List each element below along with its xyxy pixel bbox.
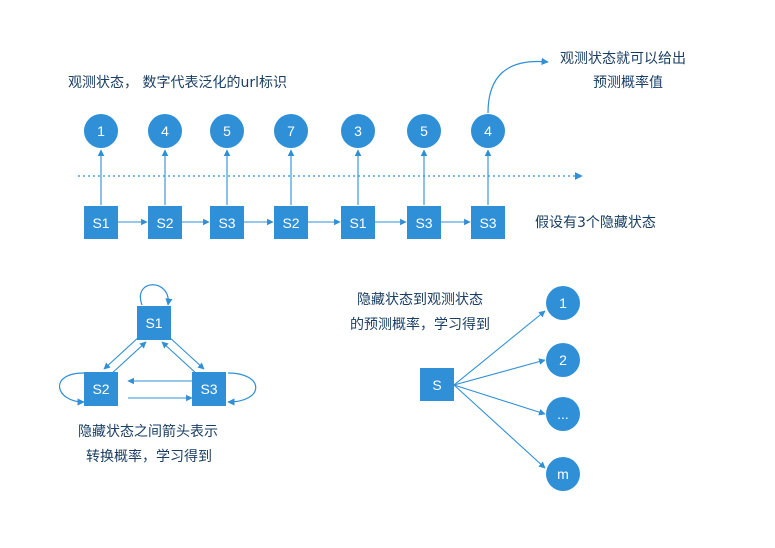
hidden-state-node-label-1: S1 (92, 215, 109, 231)
emission-edge-1 (453, 310, 546, 386)
observation-row: 1 4 5 7 3 5 4 (84, 114, 505, 205)
observation-node-label-3: 5 (223, 123, 231, 139)
transition-state-s1-label: S1 (145, 315, 162, 331)
hidden-state-node-label-7: S3 (479, 215, 496, 231)
hidden-state-node-label-5: S1 (349, 215, 366, 231)
hidden-state-node-3 (210, 206, 244, 239)
hidden-state-node-label-2: S2 (156, 215, 173, 231)
observation-node-7 (471, 114, 505, 148)
hidden-state-node-6 (407, 206, 441, 239)
hidden-state-node-2 (148, 206, 182, 239)
observation-node-label-2: 4 (161, 123, 169, 139)
emission-edge-3 (453, 384, 546, 416)
observation-node-6 (407, 114, 441, 148)
hidden-state-row: S1 S2 S3 S2 S1 S3 S3 (84, 206, 505, 239)
observation-node-3 (210, 114, 244, 148)
transition-caption-line-1: 隐藏状态之间箭头表示 (78, 423, 218, 440)
observation-node-label-7: 4 (484, 123, 492, 139)
hidden-state-node-7 (471, 206, 505, 239)
self-loop-s1 (139, 284, 173, 306)
hidden-state-node-4 (274, 206, 308, 239)
hidden-state-node-label-4: S2 (282, 215, 299, 231)
observation-node-label-4: 7 (287, 123, 295, 139)
transition-state-s3-label: S3 (200, 381, 217, 397)
emission-source-state (420, 368, 454, 401)
observation-node-label-1: 1 (97, 123, 105, 139)
observation-node-1 (84, 114, 118, 148)
hidden-state-node-5 (341, 206, 375, 239)
emission-output-node-4 (546, 457, 580, 491)
emission-output-label-2: 2 (559, 352, 567, 368)
transition-state-s1 (137, 306, 171, 340)
hidden-state-node-1 (84, 206, 118, 239)
observation-title: 观测状态， 数字代表泛化的url标识 (68, 75, 287, 91)
emission-output-label-3: ... (557, 406, 569, 422)
emission-output-label-1: 1 (559, 295, 567, 311)
hidden-state-note: 假设有3个隐藏状态 (535, 215, 656, 231)
transition-state-s2-label: S2 (92, 381, 109, 397)
callout-line-2: 预测概率值 (593, 74, 663, 91)
edge-s1-to-s3 (167, 335, 205, 370)
observation-node-label-6: 5 (420, 123, 428, 139)
emission-output-node-2 (546, 343, 580, 377)
emission-output-label-4: m (557, 466, 569, 482)
emission-edge-4 (453, 384, 546, 469)
emission-source-label: S (432, 377, 441, 393)
emission-diagram: S 1 2... m (420, 286, 580, 491)
observation-node-5 (341, 114, 375, 148)
edge-s1-to-s2 (103, 335, 141, 370)
self-loop-s2 (59, 372, 85, 406)
observation-node-label-5: 3 (354, 123, 362, 139)
callout-arrow (487, 57, 549, 114)
transition-state-s2 (84, 372, 118, 406)
observation-node-4 (274, 114, 308, 148)
edge-s3-to-s1 (161, 341, 199, 376)
emission-output-node-3 (546, 397, 580, 431)
edge-s2-to-s1 (109, 341, 147, 376)
observation-node-2 (148, 114, 182, 148)
emission-edge-2 (453, 358, 546, 386)
hidden-state-node-label-3: S3 (218, 215, 235, 231)
transition-caption-line-2: 转换概率，学习得到 (86, 448, 212, 465)
callout-line-1: 观测状态就可以给出 (560, 51, 686, 67)
transition-diagram: S1 S2 S3 (59, 284, 257, 406)
emission-caption-line-2: 的预测概率，学习得到 (350, 316, 490, 333)
emission-caption-line-1: 隐藏状态到观测状态 (357, 292, 483, 308)
self-loop-s3 (227, 372, 257, 406)
hidden-state-node-label-6: S3 (415, 215, 432, 231)
transition-state-s3 (192, 372, 226, 406)
emission-output-node-1 (546, 286, 580, 320)
